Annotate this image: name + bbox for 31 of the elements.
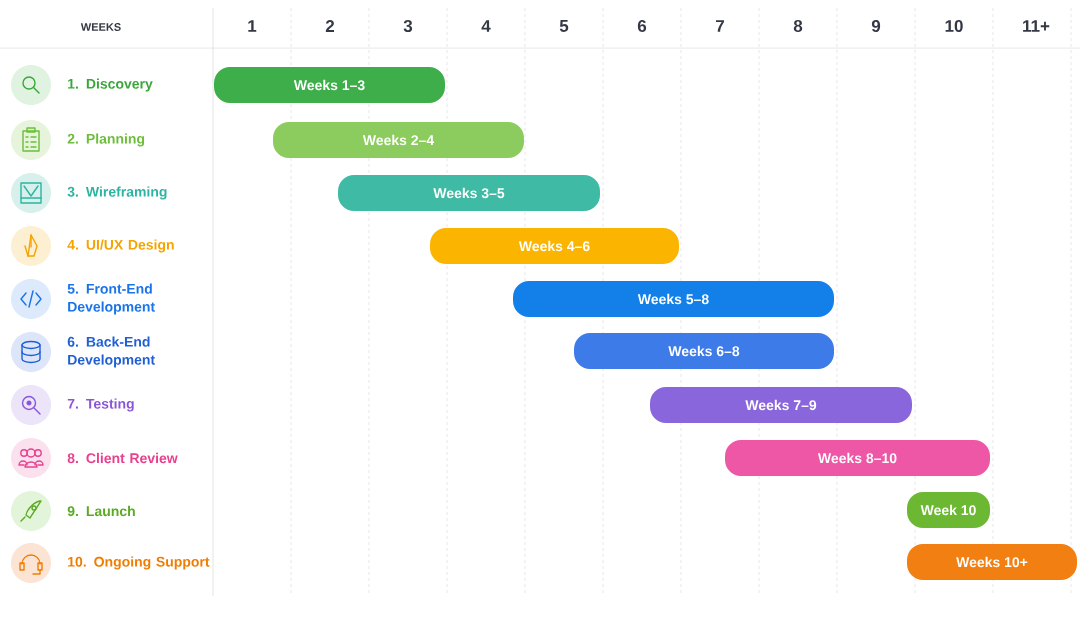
week-number: 4 [481,20,491,32]
task-label: 8. Client Review [67,452,178,464]
week-number: 6 [637,20,647,32]
task-label: 7. Testing [67,398,134,412]
task-label: 5. Front-End Development [67,283,155,315]
week-number: 7 [716,20,724,32]
task-bar: Weeks 7–9 [650,387,912,423]
task-label: 9. Launch [67,505,135,517]
week-number: 1 [248,20,257,32]
task-label: 1. Discovery [68,78,153,92]
task-label: 2. Planning [67,133,145,147]
week-number: 11+ [1023,20,1050,32]
week-number: 8 [793,20,803,32]
task-label: 10. Ongoing Support [68,556,210,570]
week-number: 9 [871,20,881,32]
task-bar: Weeks 2–4 [273,122,524,158]
task-bar: Weeks 5–8 [513,281,834,317]
task-label: 3. Wireframing [67,186,167,200]
task-bar: Weeks 3–5 [338,175,600,211]
task-bar: Weeks 4–6 [430,228,679,264]
week-number: 10 [945,20,963,32]
week-number: 5 [559,20,569,32]
task-bar: Weeks 8–10 [725,440,990,476]
week-number: 2 [325,20,335,32]
task-bar: Weeks 10+ [907,544,1077,580]
task-label: 4. UI/UX Design [67,239,174,253]
task-bar: Weeks 1–3 [214,67,445,103]
task-label: 6. Back-End Development [67,336,155,368]
week-number: 3 [403,19,413,33]
task-bar: Weeks 6–8 [574,333,834,369]
column-header: WEEKS [80,23,121,31]
